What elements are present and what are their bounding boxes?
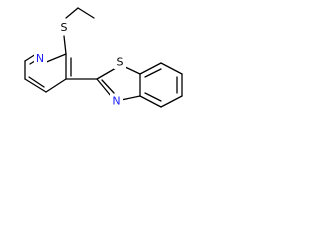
atom-label-thiazole-sulfur: S	[117, 56, 124, 69]
bond-thz-c2-s1	[96, 67, 117, 80]
bond-bz-c4-c3a-inner	[144, 92, 162, 102]
atom-label-thiazole-nitrogen: N	[112, 95, 120, 108]
bond-bz-c4-c3a	[139, 95, 162, 108]
bond-ethyl-ch3-ch2	[77, 7, 95, 19]
bond-pyr-n1-c2	[43, 53, 67, 64]
bond-thz-c2-n3-inner	[101, 79, 115, 94]
bond-ethyl-ch2-s	[65, 7, 79, 19]
bond-bz-c7-c6	[160, 62, 183, 75]
bond-s-pyridine-c2	[63, 35, 67, 55]
molecule-structure-diagram: S N S N	[24, 7, 183, 108]
bond-bz-c5-c4	[160, 95, 183, 108]
bond-pyr-c4-c5-inner	[28, 76, 45, 88]
bond-thz-c2-n3	[96, 78, 112, 97]
bond-pyr-c3-c4	[45, 78, 67, 93]
bond-pyr-c4-c5	[24, 78, 47, 93]
atom-label-thioether-sulfur: S	[61, 21, 68, 34]
bond-thz-n3-c3a	[120, 95, 141, 101]
atom-label-pyridine-nitrogen: N	[36, 52, 44, 65]
bond-bz-c7a-c7	[139, 62, 162, 75]
bond-bz-c7a-c7-inner	[144, 68, 162, 78]
